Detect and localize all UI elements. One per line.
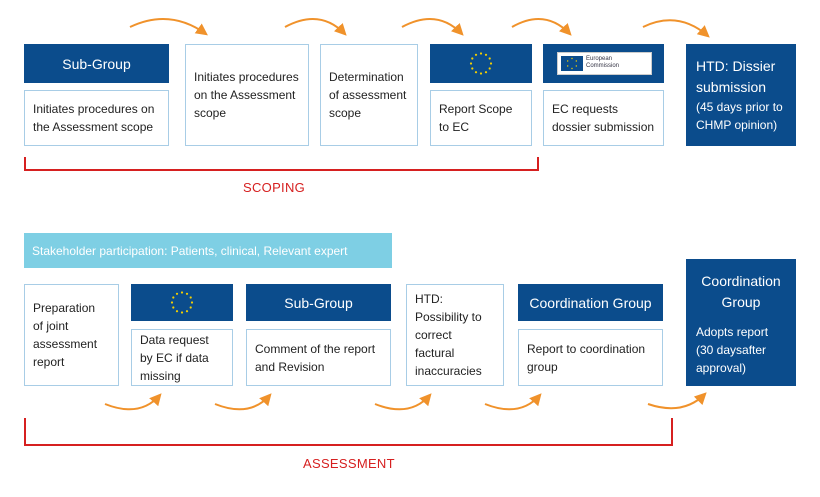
htd-dossier-submission-box: HTD: Dissier submission (45 days prior t…	[686, 44, 796, 146]
assessment-box-data-request: Data request by EC if data missing	[131, 329, 233, 386]
arrow-bottom-1	[104, 393, 162, 411]
arrow-bottom-5	[647, 392, 707, 410]
arrow-top-3	[401, 18, 464, 36]
scoping-subgroup-header-label: Sub-Group	[62, 55, 131, 72]
coordination-group-title: Coordination Group	[701, 273, 781, 310]
htd-dossier-note: (45 days prior to CHMP opinion)	[696, 100, 783, 132]
arrow-top-1	[129, 18, 208, 36]
htd-dossier-title: HTD: Dissier submission	[696, 58, 776, 95]
assessment-box-report-coordination: Report to coordination group	[518, 329, 663, 386]
assessment-subgroup-header-label: Sub-Group	[284, 294, 353, 311]
coordination-group-box: Coordination Group Adopts report (30 day…	[686, 259, 796, 386]
arrow-top-4	[511, 18, 572, 36]
eu-stars-icon	[469, 52, 493, 75]
coordination-group-header-label: Coordination Group	[529, 294, 652, 311]
assessment-subgroup-header: Sub-Group	[246, 284, 391, 321]
coordination-group-note: Adopts report (30 daysafter approval)	[696, 325, 769, 375]
assessment-label: ASSESSMENT	[303, 456, 395, 471]
scoping-box-ec-requests: EC requests dossier submission	[543, 90, 664, 146]
arrow-bottom-3	[374, 393, 432, 411]
scoping-box-initiates-2: Initiates procedures on the Assessment s…	[185, 44, 309, 146]
eu-flag-icon-assessment	[131, 284, 233, 321]
assessment-box-preparation: Preparation of joint assessment report	[24, 284, 119, 386]
scoping-label: SCOPING	[243, 180, 306, 195]
coordination-group-header: Coordination Group	[518, 284, 663, 321]
eu-flag-icon	[430, 44, 532, 83]
arrow-bottom-4	[484, 393, 542, 411]
scoping-box-determination: Determination of assessment scope	[320, 44, 418, 146]
assessment-box-htd-correct: HTD: Possibility to correct factural ina…	[406, 284, 504, 386]
stakeholder-participation-banner: Stakeholder participation: Patients, cli…	[24, 233, 392, 268]
scoping-bracket	[24, 157, 539, 171]
assessment-box-comment: Comment of the report and Revision	[246, 329, 391, 386]
ec-logo-text: European Commission	[586, 56, 620, 69]
european-commission-logo-icon: European Commission	[543, 44, 664, 83]
scoping-subgroup-header: Sub-Group	[24, 44, 169, 83]
arrow-top-5	[642, 19, 710, 38]
assessment-bracket	[24, 418, 673, 446]
eu-stars-icon	[170, 291, 194, 314]
arrow-bottom-2	[214, 393, 272, 411]
scoping-box-initiates-1: Initiates procedures on the Assessment s…	[24, 90, 169, 146]
arrow-top-2	[284, 18, 347, 36]
scoping-box-report-scope: Report Scope to EC	[430, 90, 532, 146]
